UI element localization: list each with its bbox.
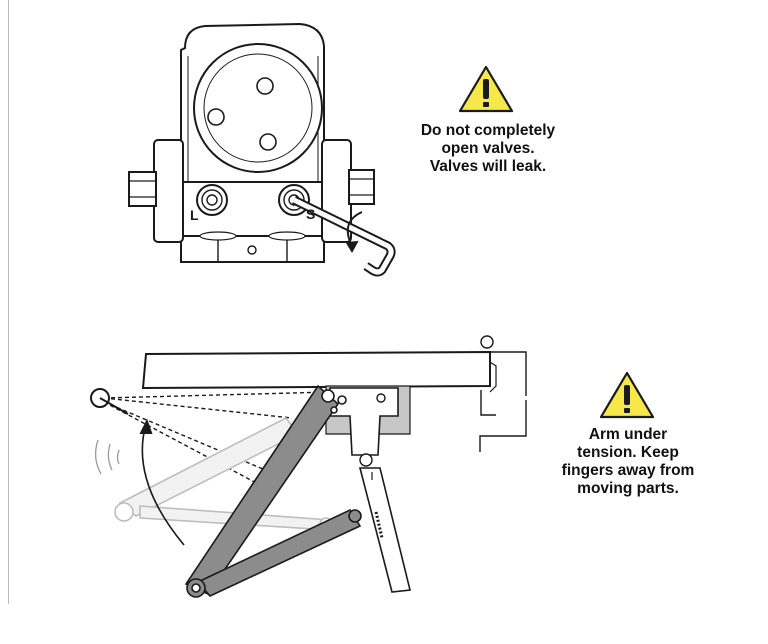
arm-warning-text: Arm under tension. Keep fingers away fro… <box>548 426 708 498</box>
gas-strut <box>358 467 411 593</box>
warning-line: Arm under <box>588 426 668 443</box>
warning-line: fingers away from <box>561 462 695 479</box>
deck-plate <box>141 350 491 390</box>
valve-warning-text: Do not completely open valves. Valves wi… <box>388 122 588 176</box>
warning-line: Do not completely <box>420 122 556 139</box>
warning-line: Valves will leak. <box>429 158 547 175</box>
page-border <box>8 0 9 604</box>
valve-label-left: L <box>190 207 199 223</box>
valve-block <box>128 22 396 277</box>
warning-triangle-icon <box>599 371 655 419</box>
warning-line: moving parts. <box>577 480 679 497</box>
warning-triangle-icon <box>458 65 514 113</box>
warning-line: tension. Keep <box>577 444 679 461</box>
arm-assembly <box>90 335 527 598</box>
warning-line: open valves. <box>441 140 535 157</box>
valve-label-right: S <box>306 206 315 222</box>
tension-arm <box>184 384 362 598</box>
